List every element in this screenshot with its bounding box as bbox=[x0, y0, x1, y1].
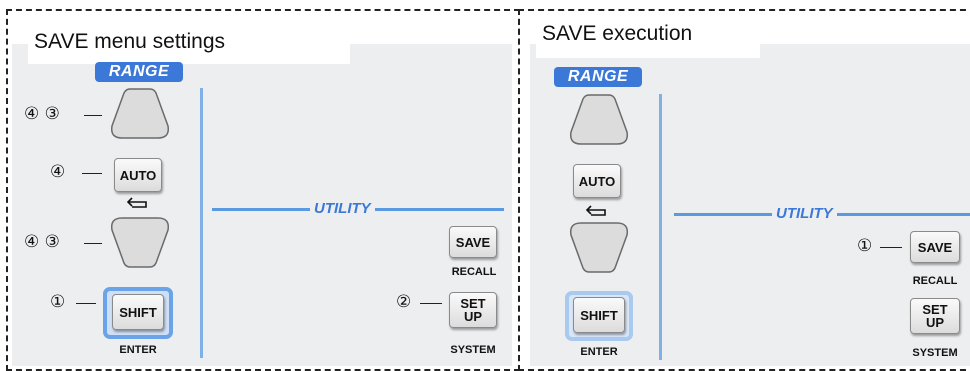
up-arrow-key-icon[interactable] bbox=[110, 86, 170, 142]
step-marker-down: ④ ③ bbox=[24, 232, 60, 252]
pointer-line-shift bbox=[76, 303, 96, 304]
shift-button[interactable]: SHIFT bbox=[112, 294, 164, 330]
enter-label-right: ENTER bbox=[580, 346, 618, 358]
shift-button-right[interactable]: SHIFT bbox=[573, 297, 625, 333]
left-panel-background bbox=[12, 44, 512, 366]
pointer-line-auto bbox=[82, 173, 102, 174]
recall-label-right: RECALL bbox=[912, 275, 958, 287]
system-label: SYSTEM bbox=[450, 344, 496, 356]
step-marker-save: ① bbox=[857, 236, 873, 256]
pointer-line-save bbox=[880, 247, 902, 248]
range-label-right: RANGE bbox=[554, 67, 642, 87]
system-label-right: SYSTEM bbox=[912, 347, 958, 359]
setup-label-line1: SET bbox=[460, 296, 486, 311]
step-marker-up: ④ ③ bbox=[24, 104, 60, 124]
save-button[interactable]: SAVE bbox=[449, 226, 497, 258]
return-arrow-icon-right bbox=[585, 205, 606, 216]
step-marker-shift: ① bbox=[50, 292, 66, 312]
setup-label-line2: UP bbox=[463, 309, 483, 324]
setup-label-line1-right: SET bbox=[922, 302, 948, 317]
left-panel-title: SAVE menu settings bbox=[28, 26, 350, 64]
range-label: RANGE bbox=[95, 62, 183, 82]
enter-label: ENTER bbox=[119, 344, 157, 356]
auto-button-right[interactable]: AUTO bbox=[573, 164, 621, 198]
setup-label-line2-right: UP bbox=[925, 315, 945, 330]
right-panel-title: SAVE execution bbox=[536, 18, 760, 58]
save-button-right[interactable]: SAVE bbox=[910, 231, 960, 263]
range-divider-line-right bbox=[659, 94, 662, 360]
pointer-line-setup bbox=[420, 303, 442, 304]
down-arrow-key-icon-right[interactable] bbox=[569, 220, 629, 276]
setup-button[interactable]: SET UP bbox=[449, 292, 497, 328]
step-marker-setup: ② bbox=[396, 292, 412, 312]
utility-label-right: UTILITY bbox=[772, 205, 837, 222]
auto-button[interactable]: AUTO bbox=[114, 158, 162, 192]
left-panel: SAVE menu settings RANGE ④ ③ AUTO ④ ④ ③ … bbox=[12, 26, 512, 366]
step-marker-auto: ④ bbox=[50, 162, 66, 182]
return-arrow-icon bbox=[126, 197, 147, 208]
up-arrow-key-icon-right[interactable] bbox=[569, 92, 629, 148]
range-divider-line bbox=[200, 88, 203, 358]
recall-label: RECALL bbox=[451, 266, 497, 278]
pointer-line-up bbox=[84, 115, 102, 116]
utility-label: UTILITY bbox=[310, 200, 375, 217]
down-arrow-key-icon[interactable] bbox=[110, 215, 170, 271]
pointer-line-down bbox=[84, 243, 102, 244]
setup-button-right[interactable]: SET UP bbox=[910, 298, 960, 334]
